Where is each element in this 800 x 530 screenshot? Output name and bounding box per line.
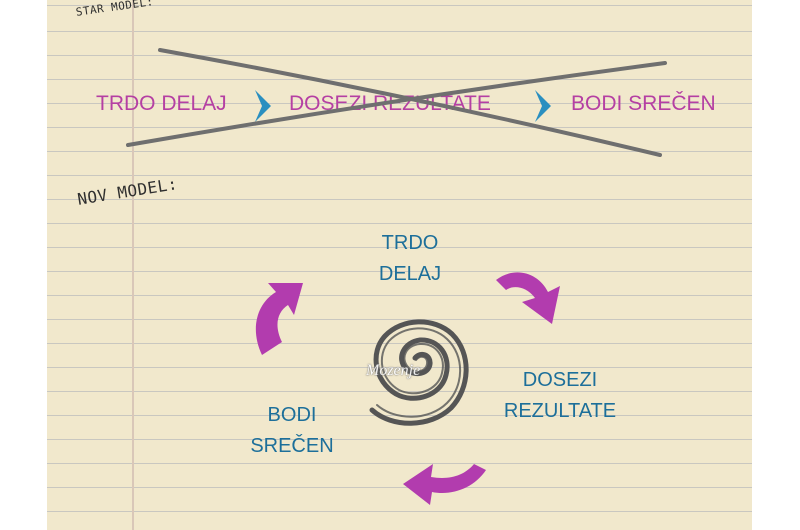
chevron-right-icon [255, 90, 271, 122]
cycle-step-line: DOSEZI [522, 369, 598, 391]
chevron-right-icon [535, 90, 551, 122]
cycle-step-trdo-delaj: TRDO DELAJ [340, 228, 480, 290]
margin-line [132, 0, 134, 530]
cycle-step-line: REZULTATE [503, 400, 617, 422]
cycle-step-line: BODI [267, 404, 317, 426]
cycle-step-bodi-srecen: BODI SREČEN [232, 400, 352, 462]
cycle-step-line: SREČEN [250, 435, 334, 457]
curved-arrow-icon [255, 283, 303, 355]
curved-arrow-icon [496, 272, 560, 324]
old-step-bodi-srecen: BODI SREČEN [571, 92, 716, 115]
old-step-trdo-delaj: TRDO DELAJ [96, 92, 227, 115]
curved-arrow-icon [403, 464, 486, 505]
notebook-paper [47, 0, 752, 530]
cycle-step-line: TRDO [381, 232, 439, 254]
cycle-step-dosezi-rezultate: DOSEZI REZULTATE [480, 365, 640, 427]
watermark-text: Mozenje [366, 362, 421, 379]
cycle-step-line: DELAJ [378, 263, 442, 285]
